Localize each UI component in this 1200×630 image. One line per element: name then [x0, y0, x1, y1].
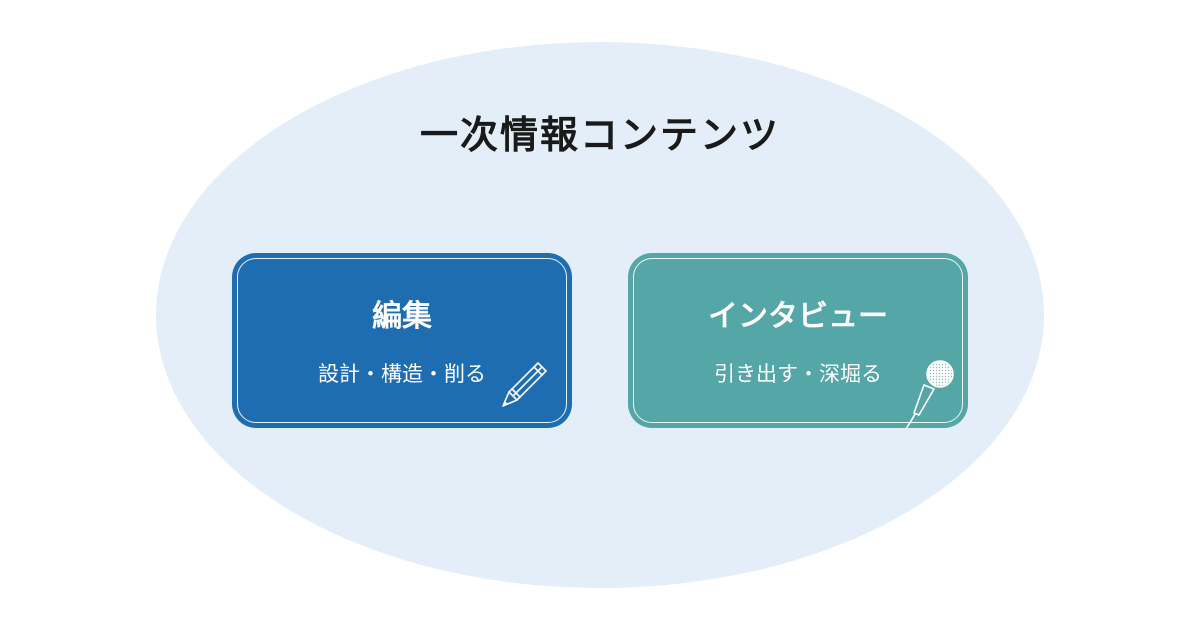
- card-title: 編集: [372, 299, 432, 334]
- card-title: インタビュー: [708, 299, 888, 334]
- card-editing: 編集 設計・構造・削る: [232, 253, 572, 428]
- page-title: 一次情報コンテンツ: [419, 113, 780, 157]
- microphone-icon: [905, 360, 954, 430]
- card-inner-border: [237, 258, 567, 423]
- card-interview: インタビュー 引き出す・深堀る: [628, 253, 968, 430]
- card-inner-border: [633, 258, 963, 423]
- card-subtitle: 引き出す・深堀る: [714, 362, 882, 386]
- card-subtitle: 設計・構造・削る: [318, 362, 486, 386]
- pencil-icon: [502, 362, 547, 407]
